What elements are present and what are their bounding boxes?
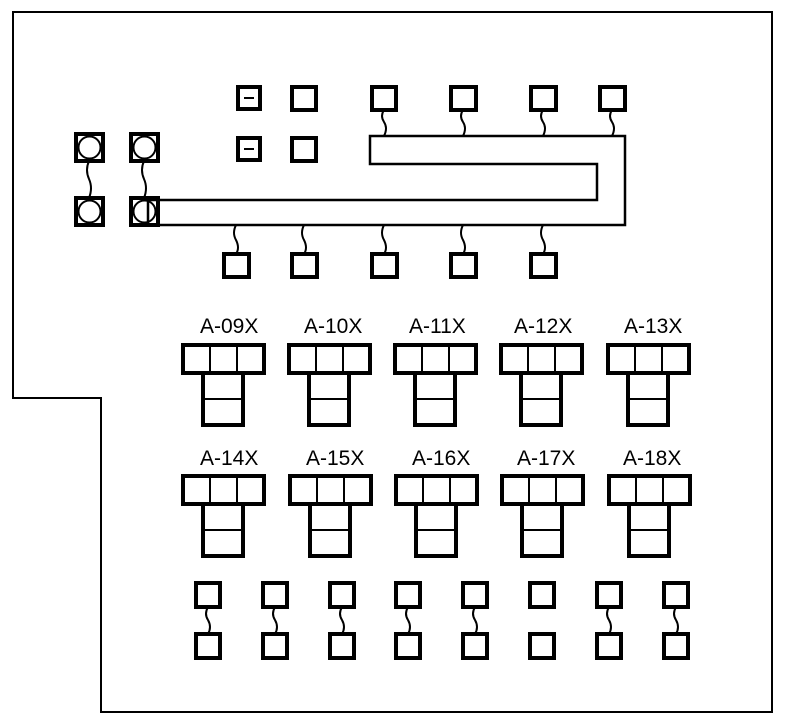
bus-bar [146, 134, 627, 227]
bottom-terminal-pair [394, 581, 422, 660]
bottom-terminal-pair [461, 581, 489, 660]
circle-terminal [74, 132, 105, 163]
relay-connector [500, 474, 585, 558]
bus-bar-bottom-terminal [529, 224, 558, 279]
bus-bar-bottom-terminal [370, 224, 399, 279]
bus-bar-top-terminal [449, 85, 478, 137]
top-small-terminal [290, 85, 318, 112]
relay-connector [181, 474, 266, 558]
relay-connector [181, 343, 266, 427]
bottom-terminal-pair [528, 581, 556, 660]
bottom-terminal-pair [194, 581, 222, 660]
circle-terminal [129, 132, 160, 163]
relay-connector [394, 474, 479, 558]
connector-label: A-18X [623, 447, 681, 470]
connector-label: A-10X [304, 315, 362, 338]
relay-connector [287, 343, 372, 427]
terminal-wire [86, 160, 92, 199]
bus-bar-bottom-terminal [222, 224, 251, 279]
circle-terminal [74, 196, 105, 227]
fuse-box-outline [12, 11, 773, 713]
bus-bar-top-terminal [529, 85, 558, 137]
relay-connector [499, 343, 584, 427]
bottom-terminal-pair [595, 581, 623, 660]
relay-connector [607, 474, 692, 558]
bottom-terminal-pair [328, 581, 356, 660]
terminal-wire [141, 160, 147, 199]
relay-connector [393, 343, 478, 427]
bottom-terminal-pair [662, 581, 690, 660]
connector-label: A-14X [200, 447, 258, 470]
connector-label: A-11X [409, 315, 466, 338]
connector-label: A-09X [200, 315, 258, 338]
bus-bar-top-terminal [598, 85, 627, 137]
bus-bar-bottom-terminal [290, 224, 319, 279]
bus-bar-top-terminal [370, 85, 398, 137]
top-small-terminal [290, 136, 318, 163]
bus-bar-bottom-terminal [449, 224, 478, 279]
top-small-terminal [236, 136, 262, 162]
bottom-terminal-pair [261, 581, 289, 660]
circle-terminal [129, 196, 160, 227]
relay-connector [606, 343, 691, 427]
connector-label: A-13X [624, 315, 682, 338]
relay-connector [288, 474, 373, 558]
connector-label: A-12X [514, 315, 572, 338]
connector-label: A-15X [306, 447, 364, 470]
top-small-terminal [236, 85, 262, 111]
connector-label: A-17X [517, 447, 575, 470]
connector-label: A-16X [412, 447, 470, 470]
